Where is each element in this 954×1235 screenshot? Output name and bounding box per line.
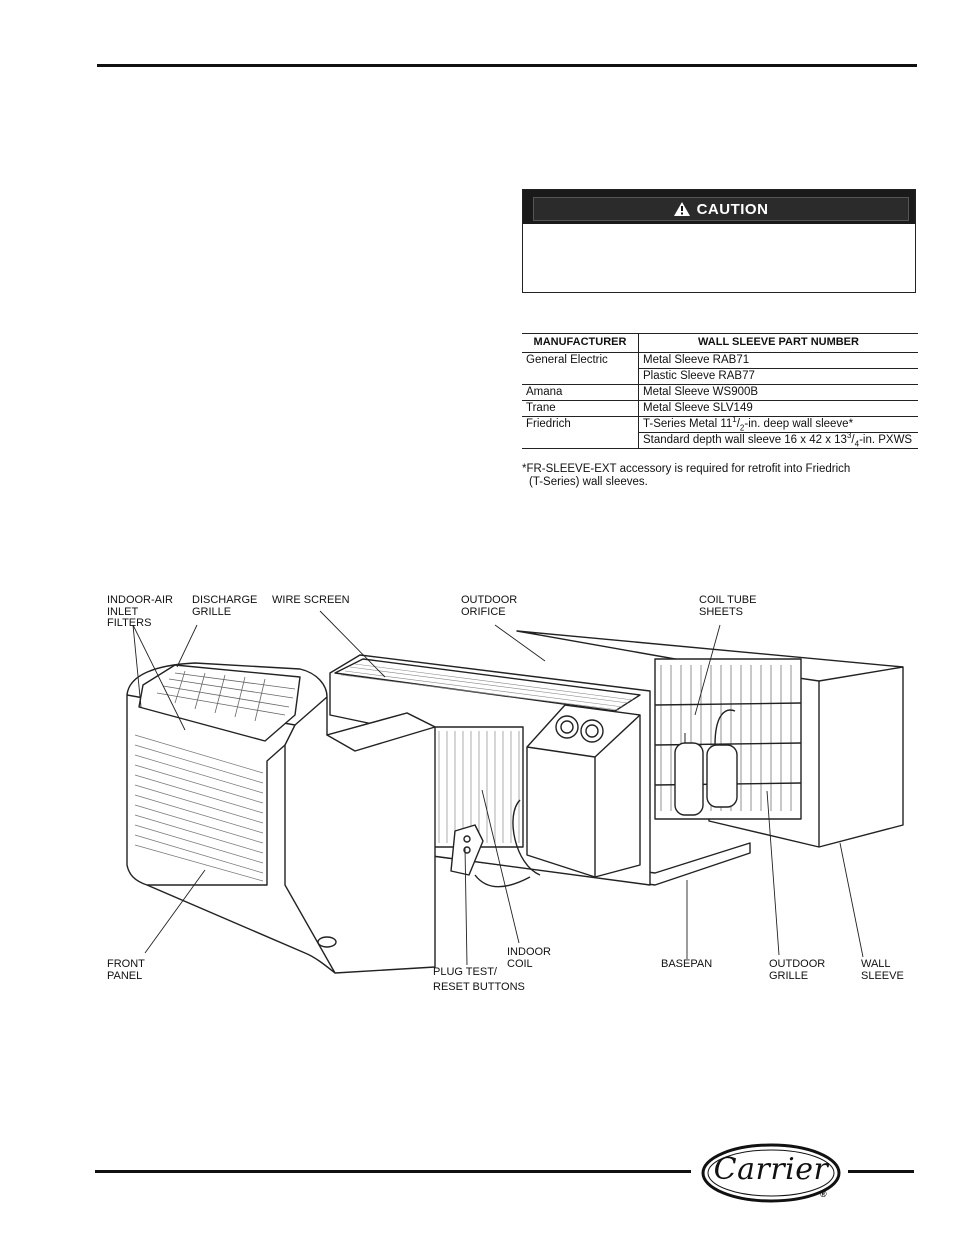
part-number-cell: Metal Sleeve SLV149	[638, 400, 918, 417]
caution-label-bar: CAUTION	[533, 197, 909, 221]
exploded-unit-diagram: INDOOR-AIR INLET FILTERS DISCHARGE GRILL…	[95, 585, 915, 1000]
wall-sleeve-shape	[516, 630, 904, 848]
table-header-row: MANUFACTURER WALL SLEEVE PART NUMBER	[522, 333, 918, 353]
callout-indoor-air-inlet-filters: INDOOR-AIR INLET FILTERS	[107, 594, 173, 629]
footnote-line-1: *FR-SLEEVE-EXT accessory is required for…	[522, 463, 851, 475]
manufacturer-cell: Trane	[522, 400, 639, 417]
callout-basepan: BASEPAN	[661, 958, 713, 970]
caution-box: CAUTION	[522, 189, 916, 293]
part-number-cell: Plastic Sleeve RAB77	[638, 368, 918, 385]
table-row: General Electric Metal Sleeve RAB71	[522, 352, 918, 369]
part-number-cell: Metal Sleeve WS900B	[638, 384, 918, 401]
manufacturer-cell: Amana	[522, 384, 639, 401]
registered-mark: ®	[820, 1189, 827, 1199]
wall-sleeve-table: MANUFACTURER WALL SLEEVE PART NUMBER Gen…	[522, 333, 918, 449]
callout-indoor-coil: INDOOR COIL	[507, 946, 551, 970]
footnote-line-2: (T-Series) wall sleeves.	[529, 476, 648, 488]
callout-front-panel: FRONT PANEL	[107, 958, 145, 982]
column-header-part-number: WALL SLEEVE PART NUMBER	[638, 333, 918, 353]
table-row: Amana Metal Sleeve WS900B	[522, 384, 918, 401]
unit-illustration	[126, 610, 904, 974]
manufacturer-cell: General Electric	[522, 352, 639, 369]
callout-plug-test-reset-buttons: PLUG TEST/ RESET BUTTONS	[433, 966, 525, 993]
callout-wall-sleeve: WALL SLEEVE	[861, 958, 904, 982]
chassis-shape	[329, 654, 738, 886]
table-row: Trane Metal Sleeve SLV149	[522, 400, 918, 417]
carrier-logo-text: Carrier	[713, 1152, 829, 1187]
manufacturer-cell: Friedrich	[522, 416, 639, 433]
callout-wire-screen: WIRE SCREEN	[272, 594, 350, 606]
footer-rule-left	[95, 1170, 691, 1173]
manufacturer-cell-empty	[522, 368, 639, 385]
header-rule	[97, 64, 917, 67]
front-panel-shape	[126, 662, 436, 974]
table-row: Standard depth wall sleeve 16 x 42 x 133…	[522, 432, 918, 449]
part-number-cell: T-Series Metal 111/2-in. deep wall sleev…	[638, 416, 918, 433]
callout-coil-tube-sheets: COIL TUBE SHEETS	[699, 594, 757, 618]
part-number-cell: Metal Sleeve RAB71	[638, 352, 918, 369]
leader-lines	[132, 610, 864, 966]
part-number-cell: Standard depth wall sleeve 16 x 42 x 133…	[638, 432, 918, 449]
column-header-manufacturer: MANUFACTURER	[522, 333, 639, 353]
carrier-logo-icon	[701, 1143, 841, 1203]
callout-outdoor-orifice: OUTDOOR ORIFICE	[461, 594, 518, 618]
manufacturer-cell-empty	[522, 432, 639, 449]
table-row: Friedrich T-Series Metal 111/2-in. deep …	[522, 416, 918, 433]
footer-rule-right	[848, 1170, 914, 1173]
table-footnote: *FR-SLEEVE-EXT accessory is required for…	[522, 463, 918, 489]
plug-test-reset-shape	[450, 799, 541, 888]
warning-triangle-icon	[673, 202, 690, 216]
caution-label: CAUTION	[696, 200, 769, 218]
table-row: Plastic Sleeve RAB77	[522, 368, 918, 385]
callout-discharge-grille: DISCHARGE GRILLE	[192, 594, 258, 618]
callout-outdoor-grille: OUTDOOR GRILLE	[769, 958, 826, 982]
caution-header: CAUTION	[523, 190, 915, 224]
